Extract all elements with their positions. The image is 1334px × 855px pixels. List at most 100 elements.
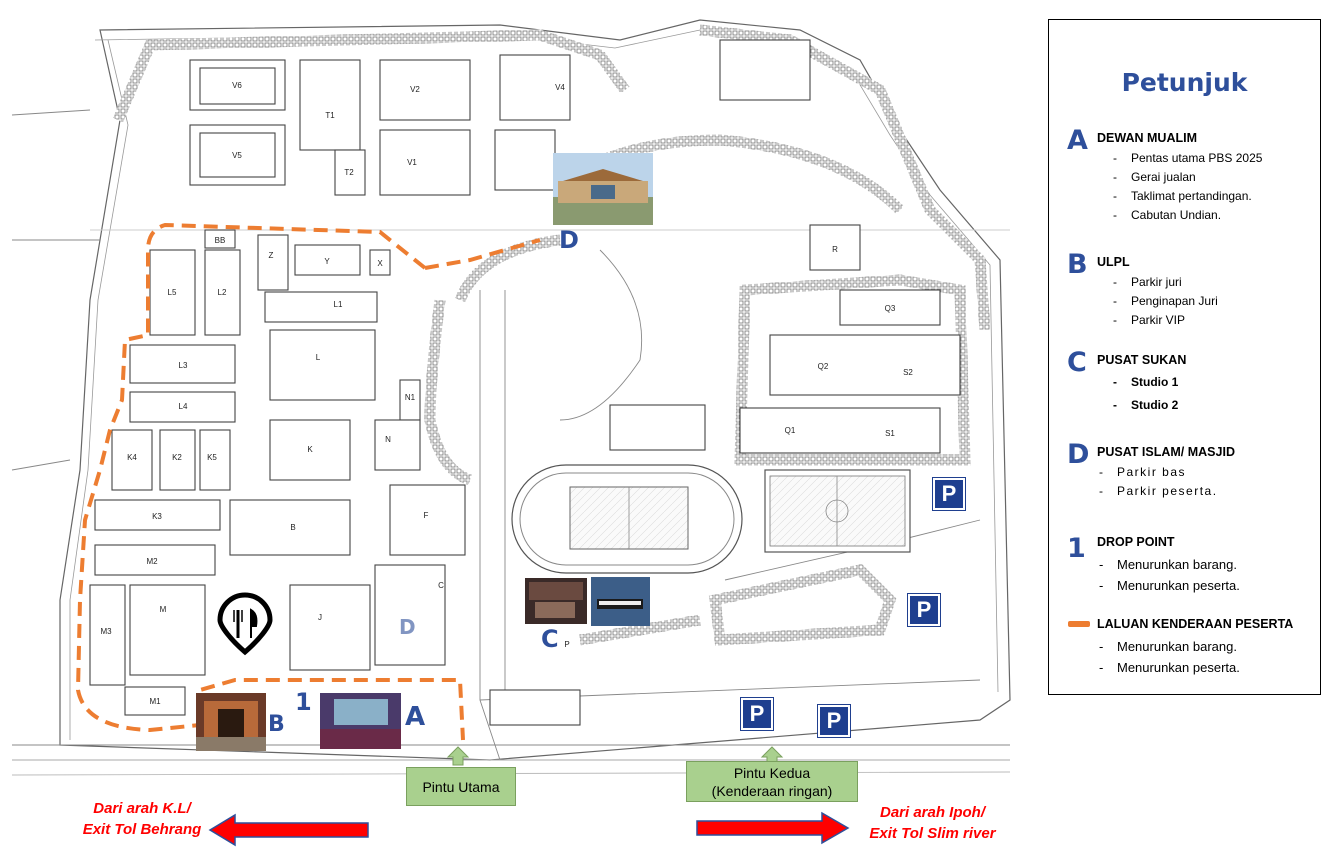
legend-title: Petunjuk — [1121, 68, 1248, 97]
direction-ipoh-line1: Dari arah Ipoh/ — [879, 804, 986, 821]
legend-items: Pentas utama PBS 2025 Gerai jualan Takli… — [1111, 151, 1262, 227]
legend-marker: A — [1067, 125, 1088, 156]
direction-from-ipoh: Dari arah Ipoh/ Exit Tol Slim river — [855, 802, 1010, 844]
route-line-swatch — [1068, 621, 1090, 627]
building-label: V6 — [232, 81, 242, 90]
building-label: L — [316, 353, 321, 362]
building-label: M1 — [149, 697, 161, 706]
marker-c: C — [541, 625, 559, 653]
left-arrow — [208, 813, 369, 847]
legend-item: Gerai jualan — [1111, 170, 1262, 189]
legend-item: Menurunkan barang. — [1097, 557, 1240, 578]
legend-marker: B — [1067, 249, 1088, 280]
building-label: J — [318, 613, 322, 622]
building-label: V2 — [410, 85, 420, 94]
building-label: V4 — [555, 83, 565, 92]
photo-pusat-islam — [553, 153, 653, 225]
legend-item: Parkir peserta. — [1097, 484, 1218, 503]
right-arrow — [696, 811, 850, 845]
building-label: K5 — [207, 453, 217, 462]
direction-from-kl: Dari arah K.L/ Exit Tol Behrang — [72, 798, 212, 840]
building-label: L2 — [218, 288, 227, 297]
building-label: V1 — [407, 158, 417, 167]
gate-second-sublabel: (Kenderaan ringan) — [711, 783, 833, 799]
direction-kl-line2: Exit Tol Behrang — [82, 821, 202, 838]
building-label: Q2 — [818, 362, 829, 371]
building-label: K4 — [127, 453, 137, 462]
building-label: M2 — [146, 557, 158, 566]
legend-item: Menurunkan barang. — [1097, 639, 1240, 660]
legend-heading: DROP POINT — [1097, 535, 1175, 549]
legend-item: Parkir juri — [1111, 275, 1218, 294]
legend-item: Menurunkan peserta. — [1097, 578, 1240, 597]
building-label: T1 — [325, 111, 335, 120]
parking-sign: P — [817, 704, 851, 738]
legend-items: Parkir bas Parkir peserta. — [1097, 465, 1218, 503]
building-label: L1 — [334, 300, 343, 309]
gate-second-label: Pintu Kedua — [733, 765, 811, 781]
legend-heading: PUSAT SUKAN — [1097, 353, 1187, 367]
legend-items: Parkir juri Penginapan Juri Parkir VIP — [1111, 275, 1218, 332]
gate-main: Pintu Utama — [406, 767, 516, 806]
legend-items: Menurunkan barang. Menurunkan peserta. — [1097, 557, 1240, 597]
photo-studio-2 — [591, 577, 650, 626]
building-label: P — [564, 640, 569, 649]
legend-heading: PUSAT ISLAM/ MASJID — [1097, 445, 1235, 459]
gate-main-label: Pintu Utama — [422, 779, 500, 795]
legend-item: Taklimat pertandingan. — [1111, 189, 1262, 208]
building-label: M3 — [100, 627, 112, 636]
running-track — [511, 464, 743, 574]
dining-location-icon — [217, 592, 273, 656]
legend-items: Studio 1 Studio 2 — [1111, 375, 1178, 417]
building-label: L5 — [168, 288, 177, 297]
legend-panel: Petunjuk A DEWAN MUALIM Pentas utama PBS… — [1048, 19, 1321, 695]
building-label: S1 — [885, 429, 895, 438]
building-label: T2 — [344, 168, 354, 177]
legend-item: Parkir bas — [1097, 465, 1218, 484]
legend-marker: C — [1067, 347, 1087, 378]
photo-studio-1 — [525, 578, 587, 624]
building-label: N1 — [405, 393, 416, 402]
gate-arrows — [446, 746, 784, 766]
building-label: K — [307, 445, 313, 454]
direction-arrows — [208, 811, 850, 847]
legend-heading: LALUAN KENDERAAN PESERTA — [1097, 617, 1294, 631]
parking-sign: P — [932, 477, 966, 511]
building-label: S2 — [903, 368, 913, 377]
legend-item: Studio 1 — [1111, 375, 1178, 398]
building-label: Z — [269, 251, 274, 260]
building-label: N — [385, 435, 391, 444]
building-label: K3 — [152, 512, 162, 521]
marker-d: D — [559, 226, 579, 254]
gate-second: Pintu Kedua (Kenderaan ringan) — [686, 761, 858, 802]
football-field — [764, 469, 911, 553]
legend-item: Penginapan Juri — [1111, 294, 1218, 313]
legend-item: Menurunkan peserta. — [1097, 660, 1240, 679]
marker-drop-point: 1 — [295, 688, 312, 716]
legend-items: Menurunkan barang. Menurunkan peserta. — [1097, 639, 1240, 679]
parking-sign: P — [907, 593, 941, 627]
legend-item: Cabutan Undian. — [1111, 208, 1262, 227]
legend-marker: D — [1067, 439, 1090, 470]
direction-ipoh-line2: Exit Tol Slim river — [869, 825, 996, 842]
participant-route — [75, 222, 541, 741]
building-label: Q3 — [885, 304, 896, 313]
marker-b: B — [268, 712, 285, 737]
building-label: L3 — [179, 361, 188, 370]
campus-buildings — [89, 39, 961, 726]
building-label: BB — [215, 236, 226, 245]
photo-ulpl — [196, 693, 266, 751]
marker-d-faded: D — [399, 615, 416, 639]
parking-sign: P — [740, 697, 774, 731]
legend-item: Parkir VIP — [1111, 313, 1218, 332]
building-label: L4 — [179, 402, 188, 411]
building-label: K2 — [172, 453, 182, 462]
building-label: F — [424, 511, 429, 520]
building-label: C — [438, 581, 444, 590]
legend-item: Studio 2 — [1111, 398, 1178, 417]
building-labels: V6 V5 T1 T2 V2 V1 V4 BB L5 L2 Z Y X L1 L… — [100, 81, 913, 706]
photo-dewan-mualim — [320, 693, 401, 749]
building-label: M — [160, 605, 167, 614]
legend-marker: 1 — [1067, 533, 1086, 564]
building-label: V5 — [232, 151, 242, 160]
